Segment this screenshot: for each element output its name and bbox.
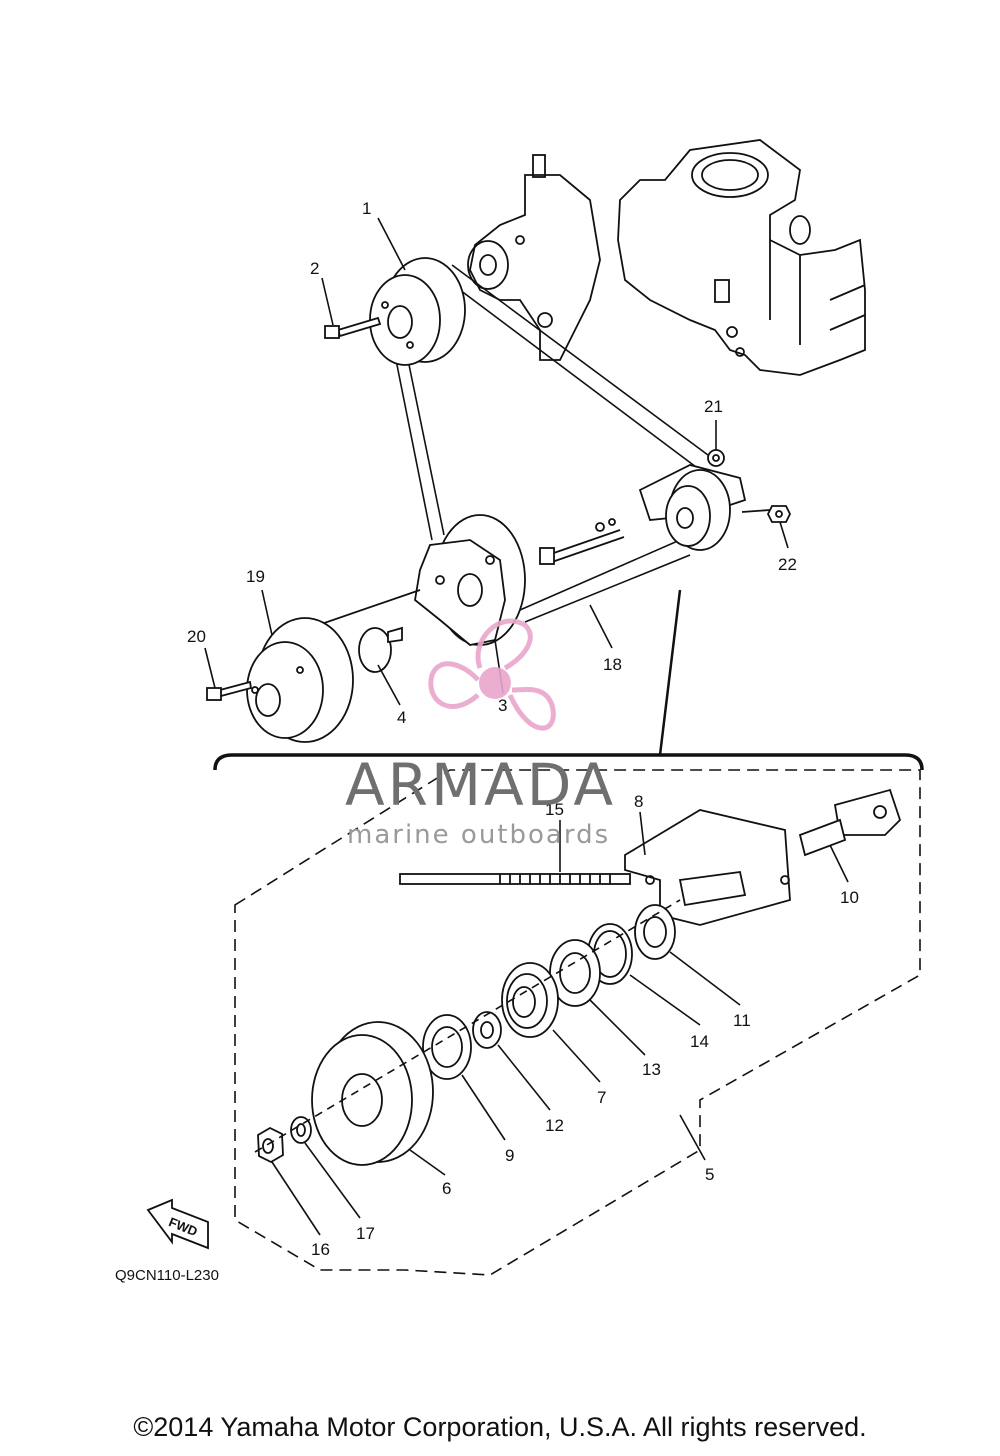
label-part-10: 10 [840,888,859,907]
label-part-8: 8 [634,792,643,811]
tension-bolt [798,788,902,857]
fwd-arrow: FWD [146,1198,209,1250]
label-part-5: 5 [705,1165,714,1184]
bearing-7 [501,962,559,1038]
label-part-21: 21 [704,397,723,416]
crank-pulley [414,514,526,646]
label-part-2: 2 [310,259,319,278]
label-part-15: 15 [545,800,564,819]
seal-9 [422,1014,472,1080]
label-part-9: 9 [505,1146,514,1165]
drive-belts [394,264,713,623]
leader-lines [204,217,849,1236]
watermark-title: ARMADA [345,751,616,819]
label-part-11: 11 [733,1011,751,1030]
drawing-code: Q9CN110-L230 [115,1267,219,1284]
washer-21 [707,449,725,467]
detail-pointer [658,589,682,756]
detail-boundary [234,769,921,1276]
assembly-axis [254,899,681,1153]
engine-block [617,139,866,376]
label-part-22: 22 [778,555,797,574]
collar-12 [472,1011,502,1049]
tensioner-upper [539,464,771,565]
label-part-14: 14 [690,1032,709,1051]
label-part-1: 1 [362,199,371,218]
label-part-4: 4 [397,708,406,727]
label-part-6: 6 [442,1179,451,1198]
label-part-3: 3 [498,696,507,715]
pump-pulley [369,257,466,366]
pulley-bolt [324,316,382,339]
lower-pulley [246,589,421,743]
label-part-18: 18 [603,655,622,674]
label-part-17: 17 [356,1224,375,1243]
part-labels: 1 2 21 22 19 20 4 3 18 15 8 10 11 14 13 … [187,199,859,1259]
nut-16 [257,1126,284,1164]
copyright-notice: ©2014 Yamaha Motor Corporation, U.S.A. A… [133,1412,867,1442]
label-part-12: 12 [545,1116,564,1135]
detail-bracket [213,753,924,771]
watermark-subtitle: marine outboards [347,820,610,850]
tension-bracket [624,809,791,926]
label-part-16: 16 [311,1240,330,1259]
label-part-7: 7 [597,1088,606,1107]
label-part-13: 13 [642,1060,661,1079]
water-pump [467,154,601,361]
label-part-20: 20 [187,627,206,646]
crank-bolt [358,626,403,673]
label-part-19: 19 [246,567,265,586]
seal-11 [634,904,676,960]
tensioner-pulley-6 [311,1021,434,1166]
watermark-logo [428,618,556,731]
adjust-rod [399,873,631,885]
nut-22 [766,505,792,523]
lower-pulley-bolt [206,680,253,701]
